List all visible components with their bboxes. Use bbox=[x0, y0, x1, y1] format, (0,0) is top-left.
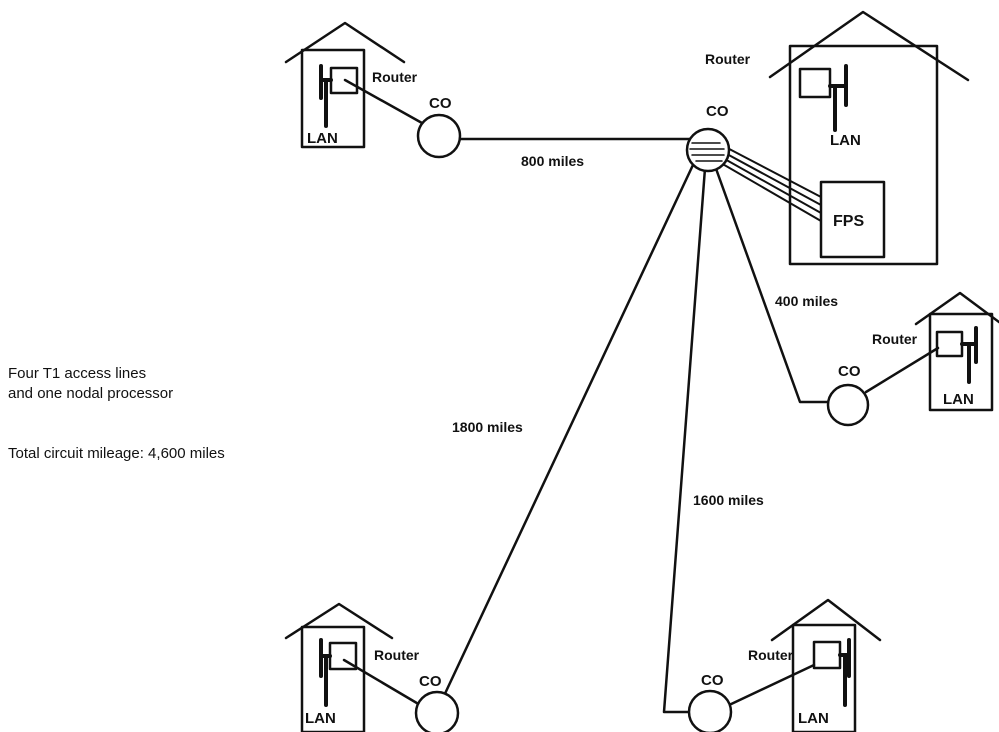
note-line-1: Four T1 access lines bbox=[8, 364, 146, 384]
co-circle bbox=[828, 385, 868, 425]
site-bottom-right: Router CO LAN bbox=[689, 600, 880, 732]
access-line bbox=[727, 665, 814, 706]
router-label: Router bbox=[374, 647, 420, 663]
house-roof bbox=[772, 600, 880, 640]
co-circle bbox=[689, 691, 731, 732]
router-label: Router bbox=[748, 647, 794, 663]
note-total-mileage: Total circuit mileage: 4,600 miles bbox=[8, 444, 225, 464]
house-roof bbox=[916, 293, 999, 324]
access-line bbox=[345, 80, 422, 123]
mileage-label-800: 800 miles bbox=[521, 153, 584, 169]
router-icon bbox=[814, 642, 840, 668]
router-label: Router bbox=[372, 69, 418, 85]
router-label: Router bbox=[705, 51, 751, 67]
site-bottom-left: Router CO LAN bbox=[286, 604, 458, 732]
lan-label: LAN bbox=[798, 710, 829, 727]
co-circle bbox=[416, 692, 458, 732]
lan-label: LAN bbox=[943, 391, 974, 408]
link-400-miles bbox=[710, 152, 829, 402]
co-circle bbox=[418, 115, 460, 157]
access-line bbox=[866, 348, 938, 392]
co-label: CO bbox=[429, 95, 452, 112]
site-hub-right: FPS LAN Router CO bbox=[687, 12, 968, 264]
router-icon bbox=[937, 332, 962, 356]
note-line-2: and one nodal processor bbox=[8, 384, 173, 404]
fps-label: FPS bbox=[833, 213, 864, 230]
lan-label: LAN bbox=[307, 130, 338, 147]
house-roof bbox=[286, 23, 404, 62]
co-label: CO bbox=[419, 673, 442, 690]
site-top-left: Router CO LAN bbox=[286, 23, 460, 157]
lan-label: LAN bbox=[830, 132, 861, 149]
lan-label: LAN bbox=[305, 710, 336, 727]
mileage-label-400: 400 miles bbox=[775, 293, 838, 309]
router-label: Router bbox=[872, 331, 918, 347]
co-label: CO bbox=[701, 672, 724, 689]
co-label: CO bbox=[706, 103, 729, 120]
site-right-middle: Router CO LAN bbox=[828, 293, 999, 425]
mileage-label-1600: 1600 miles bbox=[693, 492, 764, 508]
co-circle-hub bbox=[687, 129, 729, 171]
mileage-label-1800: 1800 miles bbox=[452, 419, 523, 435]
co-label: CO bbox=[838, 363, 861, 380]
link-1600-miles bbox=[664, 155, 706, 712]
router-icon bbox=[800, 69, 830, 97]
